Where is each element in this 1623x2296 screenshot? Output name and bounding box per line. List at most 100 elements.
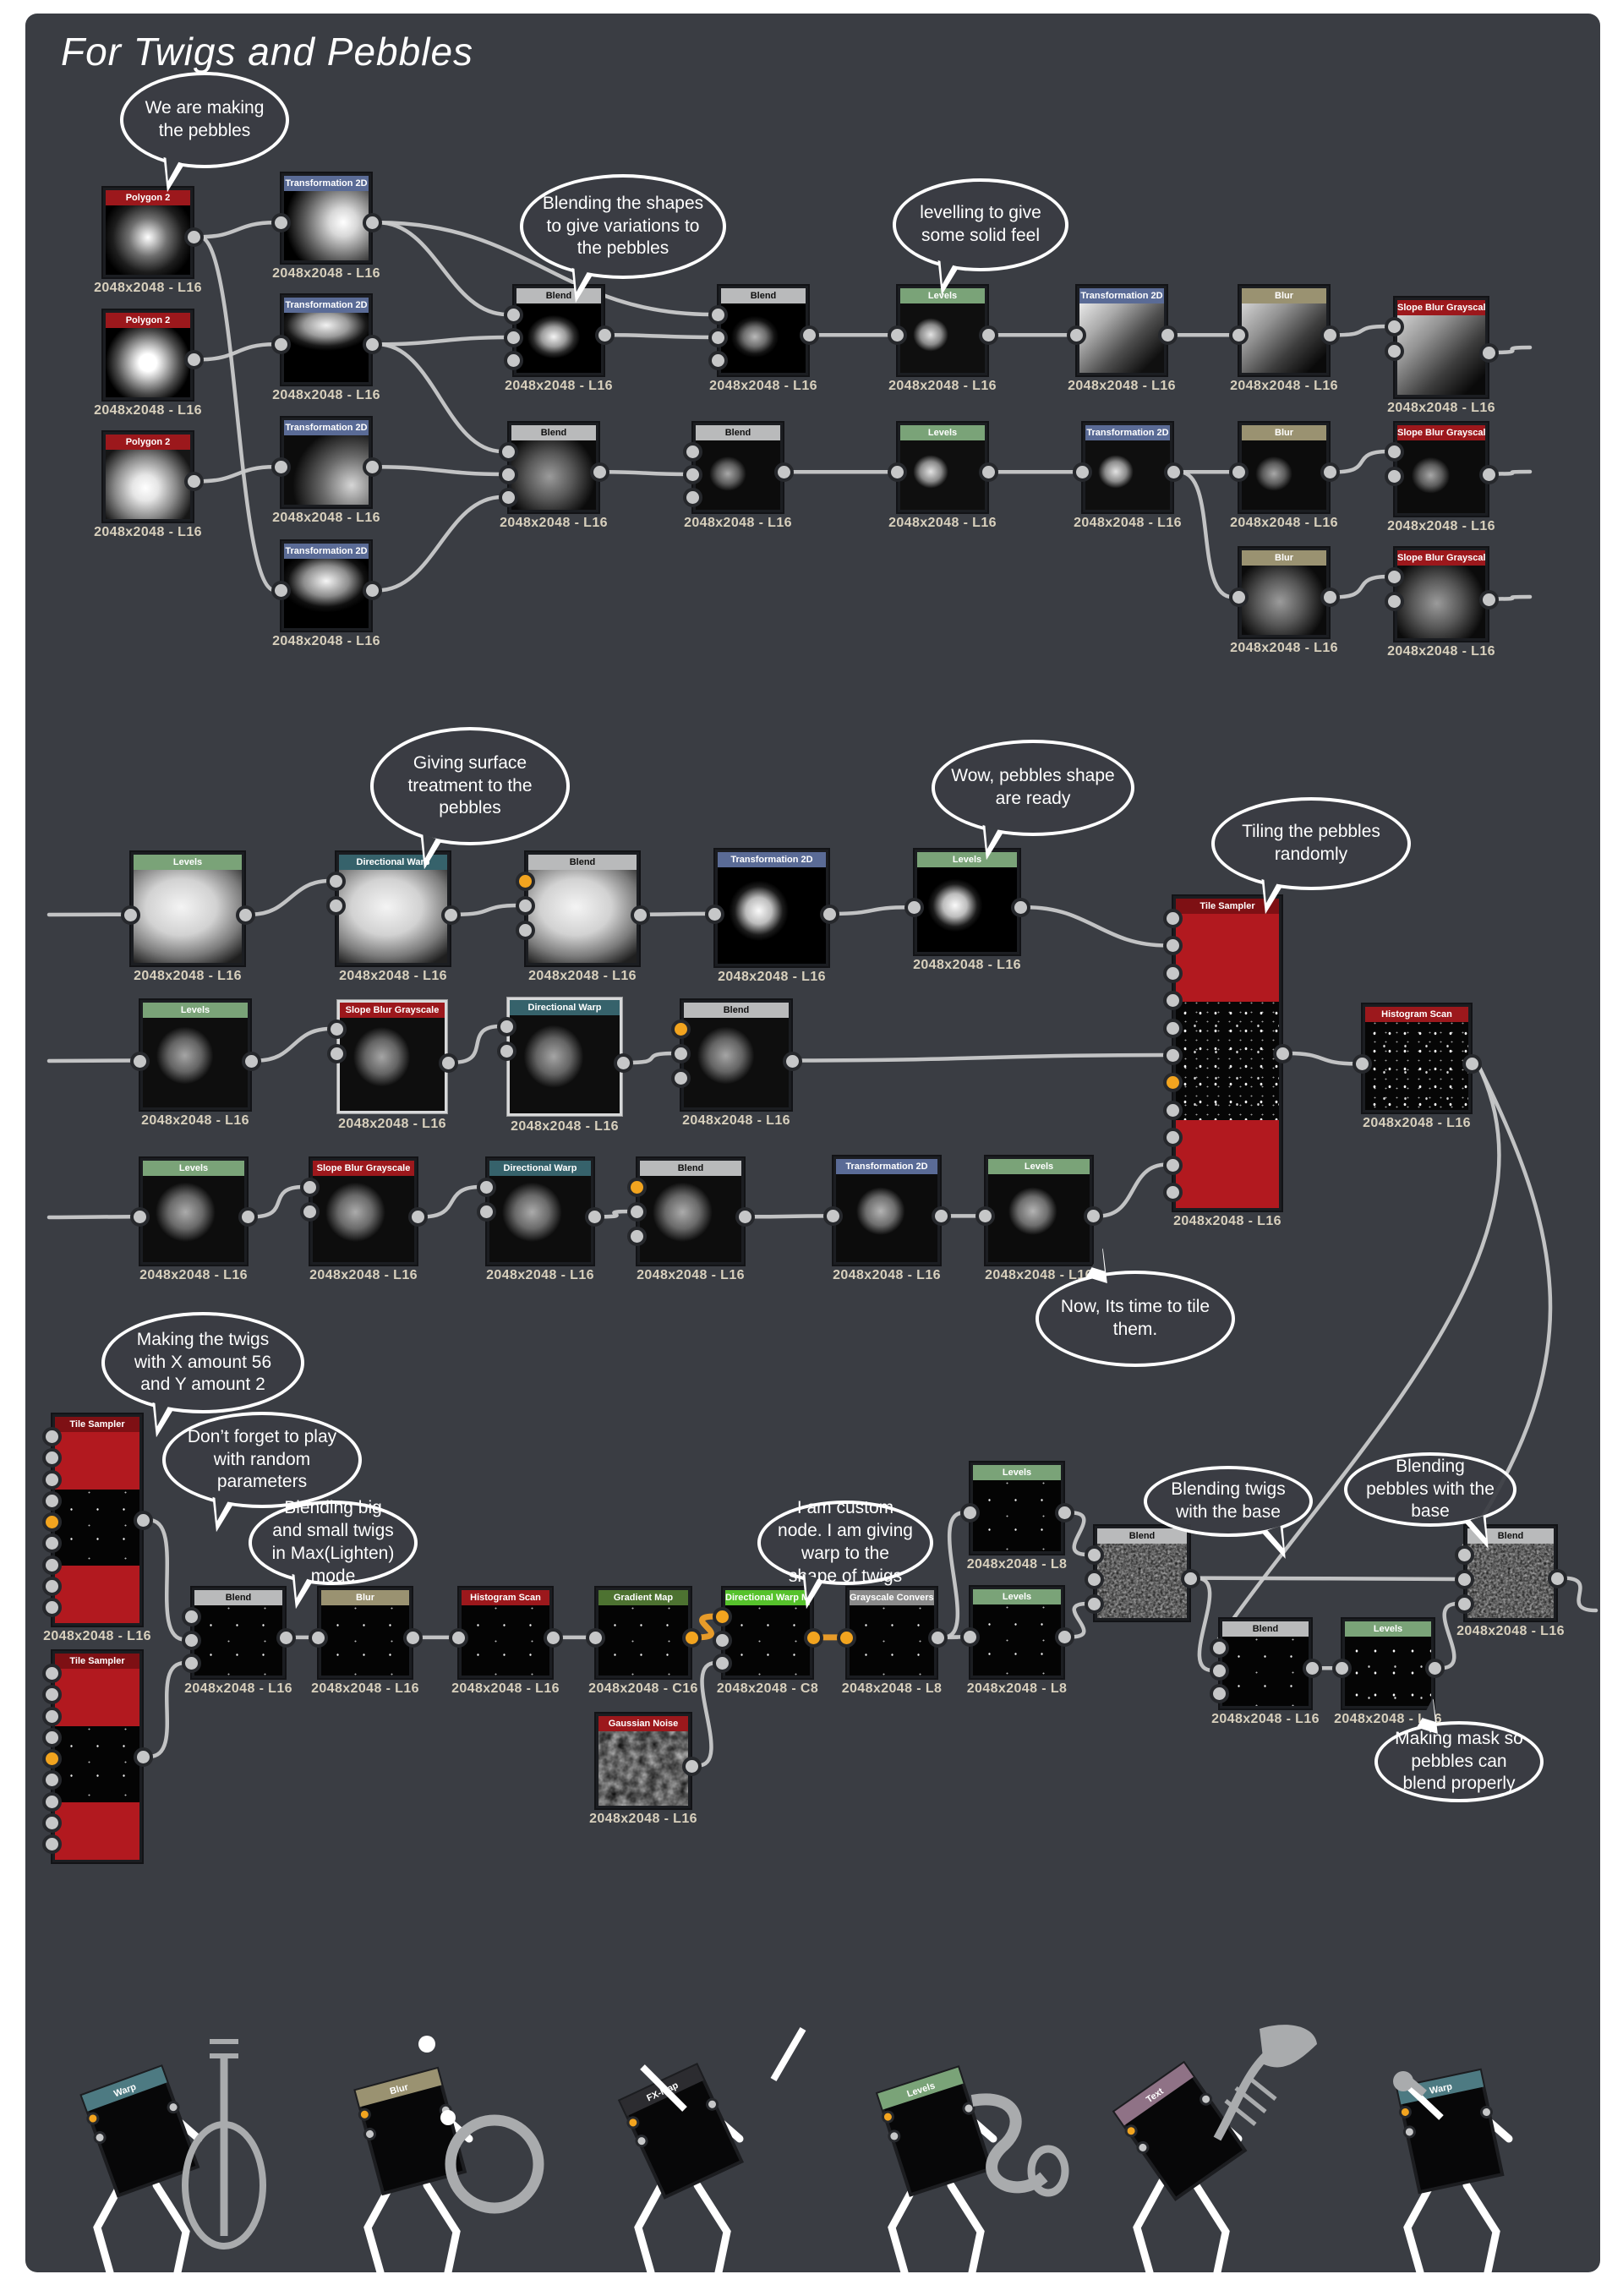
output-port[interactable] <box>363 335 382 355</box>
input-port[interactable] <box>499 465 518 484</box>
output-port[interactable] <box>820 904 839 924</box>
input-port[interactable] <box>671 1044 691 1063</box>
node-blendM1[interactable]: Blend <box>526 852 639 965</box>
node-header[interactable]: Slope Blur Grayscale <box>313 1161 414 1176</box>
input-port[interactable] <box>327 1020 347 1039</box>
node-header[interactable]: Grayscale Convers... <box>850 1590 934 1605</box>
input-port[interactable] <box>42 1791 62 1812</box>
input-port[interactable] <box>1085 1594 1104 1614</box>
output-port[interactable] <box>1055 1503 1074 1523</box>
node-blendN[interactable]: Blend <box>681 1000 791 1110</box>
input-port[interactable] <box>42 1770 62 1790</box>
node-header[interactable]: Levels <box>143 1161 244 1176</box>
input-port[interactable] <box>497 1017 516 1036</box>
output-port[interactable] <box>932 1206 951 1227</box>
input-port[interactable] <box>326 872 346 891</box>
input-port[interactable] <box>271 581 291 601</box>
node-t1[interactable]: Transformation 2D <box>281 173 371 263</box>
node-histT[interactable]: Histogram Scan <box>459 1588 552 1678</box>
output-port[interactable] <box>1479 342 1499 363</box>
output-port[interactable] <box>242 1051 261 1071</box>
output-port[interactable] <box>800 325 819 346</box>
input-port[interactable] <box>1385 592 1404 611</box>
node-header[interactable]: Blend <box>696 425 780 440</box>
input-port[interactable] <box>504 351 523 370</box>
output-port[interactable] <box>614 1053 633 1073</box>
output-port[interactable] <box>134 1747 153 1767</box>
node-blendT[interactable]: Blend <box>192 1588 285 1678</box>
node-header[interactable]: Transformation 2D <box>284 420 369 435</box>
node-header[interactable]: Levels <box>900 288 985 303</box>
node-p2[interactable]: Polygon 2 <box>103 310 193 400</box>
node-levels2[interactable]: Levels <box>898 423 987 512</box>
input-port[interactable] <box>1163 963 1183 983</box>
node-levels1[interactable]: Levels <box>898 286 987 375</box>
node-TS1[interactable]: Tile Sampler <box>1173 896 1281 1211</box>
input-port[interactable] <box>504 328 523 347</box>
output-port[interactable] <box>184 227 204 248</box>
node-levelsT1[interactable]: Levels <box>970 1462 1063 1554</box>
node-t4[interactable]: Transformation 2D <box>281 541 371 631</box>
output-port[interactable] <box>1055 1627 1074 1648</box>
output-port[interactable] <box>1425 1659 1445 1679</box>
input-port[interactable] <box>627 1178 647 1197</box>
output-port[interactable] <box>134 1511 153 1530</box>
input-port[interactable] <box>904 898 924 918</box>
input-port[interactable] <box>516 896 535 916</box>
node-header[interactable]: Blend <box>1097 1528 1187 1544</box>
input-port[interactable] <box>960 1627 980 1648</box>
input-port[interactable] <box>477 1202 496 1222</box>
input-port[interactable] <box>42 1512 62 1532</box>
node-transfa[interactable]: Transformation 2D <box>1077 286 1167 375</box>
node-header[interactable]: Transformation 2D <box>284 544 369 559</box>
output-port[interactable] <box>631 905 650 925</box>
output-port[interactable] <box>1164 462 1183 483</box>
input-port[interactable] <box>627 1202 647 1222</box>
input-port[interactable] <box>683 442 702 462</box>
node-header[interactable]: Blur <box>1242 288 1326 303</box>
node-grayConv[interactable]: Grayscale Convers... <box>847 1588 937 1678</box>
output-port[interactable] <box>1479 464 1499 484</box>
output-port[interactable] <box>783 1051 802 1071</box>
output-port[interactable] <box>1320 462 1340 483</box>
node-levelsM1[interactable]: Levels <box>131 852 244 965</box>
node-gauss[interactable]: Gaussian Noise <box>596 1714 691 1808</box>
input-port[interactable] <box>1385 467 1404 486</box>
node-gradMap[interactable]: Gradient Map <box>596 1588 691 1678</box>
input-port[interactable] <box>1229 588 1249 608</box>
input-port[interactable] <box>823 1206 843 1227</box>
input-port[interactable] <box>1163 936 1183 956</box>
input-port[interactable] <box>1163 909 1183 928</box>
input-port[interactable] <box>1210 1638 1229 1658</box>
output-port[interactable] <box>544 1627 563 1648</box>
input-port[interactable] <box>713 1654 732 1673</box>
node-blendBase2[interactable]: Blend <box>1465 1526 1556 1621</box>
output-port[interactable] <box>1462 1054 1482 1074</box>
node-blurT[interactable]: Blur <box>319 1588 412 1678</box>
node-header[interactable]: Levels <box>143 1003 248 1018</box>
output-port[interactable] <box>1548 1568 1567 1588</box>
input-port[interactable] <box>42 1533 62 1554</box>
node-p3[interactable]: Polygon 2 <box>103 432 193 522</box>
node-header[interactable]: Blend <box>1467 1528 1554 1544</box>
node-t2[interactable]: Transformation 2D <box>281 295 371 385</box>
output-port[interactable] <box>1320 588 1340 608</box>
input-port[interactable] <box>1455 1594 1474 1614</box>
output-port[interactable] <box>585 1207 604 1227</box>
node-header[interactable]: Transformation 2D <box>284 298 369 313</box>
input-port[interactable] <box>42 1490 62 1511</box>
node-slopea[interactable]: Slope Blur Grayscale <box>1395 298 1488 397</box>
node-dwarpM1[interactable]: Directional Warp <box>336 852 450 965</box>
input-port[interactable] <box>1385 567 1404 587</box>
input-port[interactable] <box>504 305 523 325</box>
input-port[interactable] <box>1455 1545 1474 1565</box>
input-port[interactable] <box>1332 1659 1352 1679</box>
node-header[interactable]: Blend <box>1222 1621 1309 1637</box>
node-header[interactable]: Tile Sampler <box>55 1654 139 1669</box>
node-header[interactable]: Tile Sampler <box>55 1417 139 1432</box>
node-slopeb[interactable]: Slope Blur Grayscale <box>1395 423 1488 516</box>
node-blend1a[interactable]: Blend <box>514 286 604 375</box>
node-header[interactable]: Slope Blur Grayscale <box>1397 300 1485 315</box>
output-port[interactable] <box>238 1207 258 1227</box>
input-port[interactable] <box>1229 462 1249 483</box>
